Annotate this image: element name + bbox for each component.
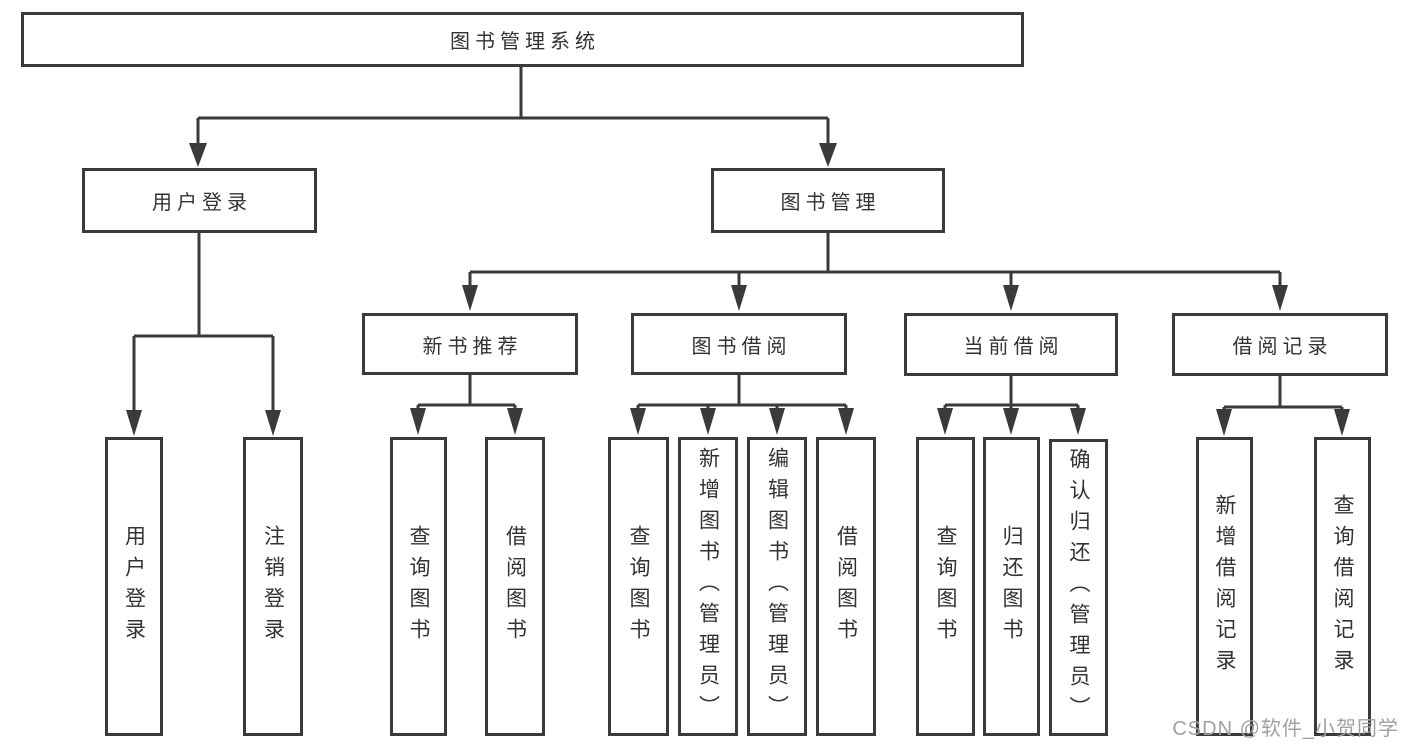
leaf-confirm-return-admin: 确认归还（管理员） bbox=[1049, 439, 1108, 736]
leaf-borrow-books-recommend: 借阅图书 bbox=[485, 437, 545, 736]
leaf-return-books: 归还图书 bbox=[983, 437, 1040, 736]
node-new-book-recommend: 新书推荐 bbox=[362, 313, 578, 375]
leaf-edit-book-admin: 编辑图书（管理员） bbox=[747, 437, 807, 736]
node-label: 归还图书 bbox=[1000, 524, 1024, 649]
node-label: 注销登录 bbox=[261, 524, 285, 649]
node-book-management: 图书管理 bbox=[711, 168, 945, 233]
csdn-watermark: CSDN @软件_小贺同学 bbox=[1172, 718, 1399, 740]
node-label: 借阅图书 bbox=[834, 524, 858, 649]
node-label: 新增借阅记录 bbox=[1213, 493, 1237, 680]
leaf-query-borrow-record: 查询借阅记录 bbox=[1314, 437, 1371, 736]
node-label: 借阅图书 bbox=[503, 524, 527, 649]
leaf-borrow-books: 借阅图书 bbox=[816, 437, 876, 736]
node-borrowing-records: 借阅记录 bbox=[1172, 313, 1388, 376]
leaf-query-books-recommend: 查询图书 bbox=[390, 437, 447, 736]
leaf-query-books-current: 查询图书 bbox=[916, 437, 975, 736]
node-label: 查询图书 bbox=[934, 524, 958, 649]
node-label: 用户登录 bbox=[152, 192, 252, 214]
node-label: 当前借阅 bbox=[963, 336, 1064, 358]
node-label: 图书借阅 bbox=[691, 335, 792, 358]
leaf-query-books-borrowing: 查询图书 bbox=[608, 437, 669, 736]
node-label: 确认归还（管理员） bbox=[1067, 448, 1091, 727]
node-label: 用户登录 bbox=[122, 524, 146, 649]
node-label: 借阅记录 bbox=[1232, 336, 1333, 358]
leaf-add-borrow-record: 新增借阅记录 bbox=[1196, 437, 1253, 736]
node-label: 编辑图书（管理员） bbox=[765, 447, 789, 726]
node-label: 图书管理 bbox=[780, 192, 881, 214]
node-label: 图书管理系统 bbox=[450, 31, 600, 53]
node-label: 查询借阅记录 bbox=[1331, 493, 1355, 680]
node-current-borrowing: 当前借阅 bbox=[904, 313, 1118, 376]
leaf-add-book-admin: 新增图书（管理员） bbox=[678, 437, 738, 736]
node-label: 查询图书 bbox=[627, 524, 651, 649]
node-label: 新增图书（管理员） bbox=[696, 447, 720, 726]
node-label: 查询图书 bbox=[407, 524, 431, 649]
node-book-borrowing: 图书借阅 bbox=[631, 313, 847, 375]
leaf-user-login: 用户登录 bbox=[105, 437, 163, 736]
leaf-logout: 注销登录 bbox=[243, 437, 303, 736]
node-root-library-system: 图书管理系统 bbox=[21, 12, 1024, 67]
node-label: 新书推荐 bbox=[422, 335, 523, 358]
node-user-login: 用户登录 bbox=[82, 168, 317, 233]
